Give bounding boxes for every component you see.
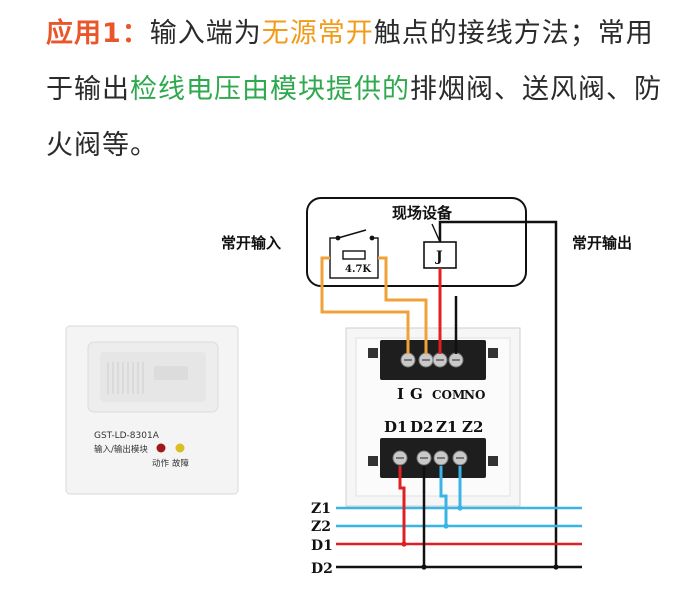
para-highlight-passive-no: 无源常开	[261, 18, 374, 49]
terminal-plate	[345, 327, 521, 507]
term-label-no: NO	[464, 388, 485, 402]
wire-input-i	[320, 256, 410, 354]
module-name: 输入/输出模块	[94, 444, 148, 455]
field-device-box	[306, 197, 527, 287]
wire-input-g	[378, 256, 428, 354]
description-paragraph: 应用1：输入端为无源常开触点的接线方法；常用于输出检线电压由模块提供的排烟阀、送…	[46, 6, 671, 174]
led-action-label: 动作	[152, 458, 170, 469]
resistor-icon	[342, 250, 366, 260]
para-text-1: 输入端为	[149, 18, 262, 49]
term-label-d2: D2	[410, 418, 433, 436]
para-text-3: 排烟阀、送风阀、防火阀等。	[46, 74, 662, 161]
field-device-label: 现场设备	[392, 204, 453, 222]
bottom-strip-tab-right	[488, 456, 498, 466]
no-contact-icon	[337, 229, 367, 239]
term-label-z2: Z2	[462, 418, 483, 436]
bus-label-z1: Z1	[311, 501, 331, 517]
module-photo: GST-LD-8301A 输入/输出模块 动作 故障	[65, 325, 239, 495]
resistor-label: 4.7K	[345, 264, 371, 275]
module-model: GST-LD-8301A	[94, 431, 160, 441]
no-output-label: 常开输出	[572, 234, 632, 252]
module-cover-inner	[100, 352, 206, 402]
term-label-z1: Z1	[436, 418, 457, 436]
bus-label-d1: D1	[311, 538, 333, 554]
relay-label: J	[434, 249, 443, 265]
top-strip-tab-right	[488, 348, 498, 358]
para-title: 应用1：	[46, 18, 150, 49]
led-action-icon	[156, 443, 166, 453]
led-fault-icon	[175, 443, 185, 453]
wire-output	[438, 220, 558, 568]
no-input-label: 常开输入	[221, 234, 281, 252]
relay-arm	[431, 223, 441, 243]
term-label-d1: D1	[384, 418, 407, 436]
wire-d1	[398, 466, 406, 544]
bus-label-d2: D2	[311, 561, 333, 577]
bottom-strip-tab-left	[368, 456, 378, 466]
term-label-g: G	[410, 385, 423, 403]
module-latch	[154, 366, 188, 380]
term-label-i: I	[397, 385, 404, 403]
bus-label-z2: Z2	[311, 519, 331, 535]
top-strip-tab-left	[368, 348, 378, 358]
para-text-2: 触点的接线方法；常用于输出	[46, 18, 654, 105]
para-highlight-voltage: 检线电压由模块提供的	[130, 74, 410, 105]
module-grille	[107, 362, 144, 394]
led-fault-label: 故障	[172, 458, 190, 469]
wire-z1	[439, 466, 448, 526]
term-label-com: COM	[432, 388, 465, 402]
